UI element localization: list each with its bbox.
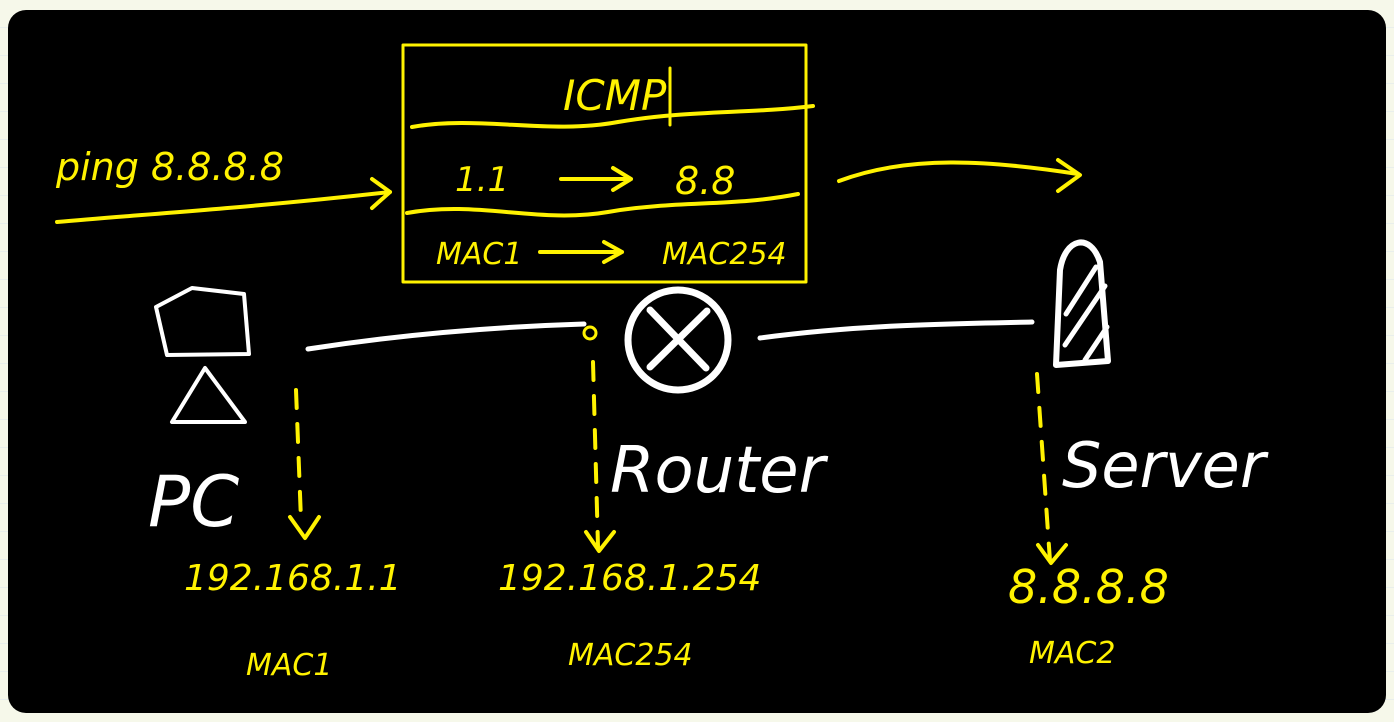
- router-label: Router: [610, 434, 829, 508]
- router-server-link: [757, 319, 1035, 341]
- router-address-pointer: [591, 360, 600, 549]
- pc-mac: MAC1: [246, 648, 332, 683]
- server-mac: MAC2: [1029, 636, 1115, 671]
- forward-arrowhead: [1056, 158, 1082, 193]
- pc-ip: 192.168.1.1: [184, 558, 402, 599]
- server-address-pointer: [1035, 372, 1052, 563]
- pc-router-link: [305, 321, 587, 352]
- router-pointer-head: [584, 530, 616, 553]
- ping-arrowhead: [370, 177, 392, 210]
- pc-label: PC: [148, 461, 239, 543]
- ping-command: ping 8.8.8.8: [55, 145, 284, 189]
- packet-mac-src: MAC1: [436, 237, 522, 272]
- forward-arrow-line: [837, 160, 1080, 183]
- mac-arrow: [538, 240, 624, 264]
- server-ip: 8.8.8.8: [1008, 560, 1169, 614]
- diagram-canvas: ping 8.8.8.8 ICMP 1.1 8.8 MAC1 MAC254: [55, 43, 1269, 683]
- server-icon: [1053, 239, 1111, 368]
- packet-divider-2: [405, 192, 800, 218]
- packet-box: [401, 43, 808, 284]
- router-mac: MAC254: [568, 638, 693, 673]
- ping-arrow-line: [55, 190, 392, 224]
- server-pointer-head: [1036, 543, 1068, 565]
- pc-pointer-head: [288, 515, 321, 540]
- packet-divider-1: [410, 104, 815, 129]
- pc-icon: [154, 286, 251, 424]
- blackboard: ping 8.8.8.8 ICMP 1.1 8.8 MAC1 MAC254: [8, 10, 1386, 713]
- router-interface-marker: [582, 325, 598, 341]
- packet-protocol: ICMP: [563, 71, 667, 120]
- packet-ip-dst: 8.8: [675, 159, 735, 203]
- packet-mac-dst: MAC254: [662, 237, 787, 272]
- router-ip: 192.168.1.254: [498, 558, 761, 599]
- router-icon: [624, 286, 732, 394]
- packet-ip-src: 1.1: [455, 160, 509, 200]
- pc-address-pointer: [294, 388, 303, 522]
- server-label: Server: [1062, 429, 1269, 502]
- ip-arrow: [559, 166, 633, 192]
